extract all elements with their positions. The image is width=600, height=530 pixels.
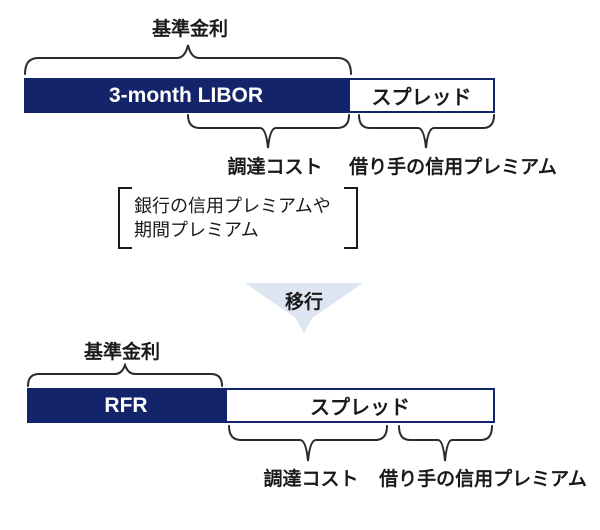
bottom-spread-bar: スプレッド [225,388,495,423]
bottom-funding-cost-label: 調達コスト [263,469,359,490]
top-base-rate-brace [24,44,352,75]
top-borrower-premium-brace [358,114,495,149]
top-base-rate-label: 基準金利 [151,19,228,40]
rfr-bar: RFR [27,388,225,423]
bottom-borrower-premium-label: 借り手の信用プレミアム [379,469,587,490]
bank-premium-note-line2: 期間プレミアム [134,220,259,241]
top-funding-cost-label: 調達コスト [227,157,323,178]
bottom-base-rate-brace [27,363,223,387]
transition-arrow: 移行 [245,283,363,333]
bottom-base-rate-label: 基準金利 [83,342,160,363]
bank-premium-note-line1: 銀行の信用プレミアムや [134,196,331,216]
top-spread-bar: スプレッド [348,78,495,113]
top-funding-cost-brace [187,114,350,149]
top-borrower-premium-label: 借り手の信用プレミアム [349,157,557,178]
bank-premium-note: 銀行の信用プレミアムや 期間プレミアム [118,187,358,249]
bottom-borrower-premium-brace [398,425,493,462]
transition-arrow-label: 移行 [284,292,323,313]
libor-bar: 3-month LIBOR [24,78,348,113]
bottom-funding-cost-brace [228,425,388,462]
